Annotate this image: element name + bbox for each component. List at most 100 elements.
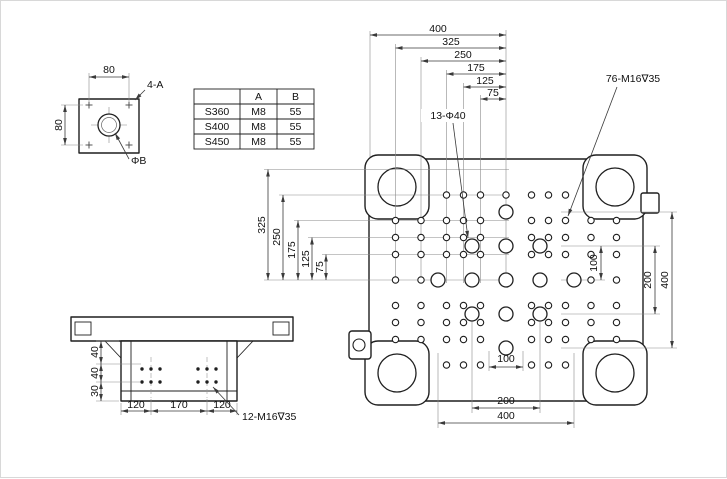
- tapped-hole: [561, 335, 570, 344]
- tapped-hole: [527, 318, 536, 327]
- tapped-hole: [612, 233, 621, 242]
- callout-tapped-holes: 76-M16∇35: [606, 73, 660, 85]
- detail-dim-top: 80: [103, 64, 115, 76]
- table-grid: [194, 89, 314, 149]
- side-tapped-hole: [149, 380, 153, 384]
- side-tapped-hole: [140, 380, 144, 384]
- side-dim-40b: 40: [89, 367, 101, 379]
- tapped-hole: [476, 335, 485, 344]
- tapped-hole: [459, 318, 468, 327]
- tapped-hole: [459, 301, 468, 310]
- detail-bore-inner: [101, 117, 117, 133]
- callout-bg: [421, 109, 475, 122]
- tapped-hole: [527, 361, 536, 369]
- bore-hole: [430, 272, 446, 288]
- side-top-plate: [70, 316, 294, 342]
- side-dim-30: 30: [89, 385, 101, 397]
- extension-lines: [264, 30, 677, 428]
- tapped-hole: [561, 216, 570, 225]
- tapped-hole: [391, 250, 400, 259]
- dim-top-400: 400: [429, 23, 447, 35]
- tapped-hole: [587, 276, 595, 284]
- bore-hole: [498, 238, 514, 254]
- side-tapped-hole: [140, 367, 144, 371]
- tapped-hole: [476, 233, 485, 242]
- dim-left-75: 75: [314, 261, 326, 273]
- tapped-hole: [442, 233, 451, 242]
- leader-view-label: [134, 89, 146, 101]
- tapped-hole: [612, 335, 621, 344]
- side-end-detail-right: [272, 321, 290, 336]
- bore-hole: [464, 238, 480, 254]
- leader-bore-callout: [452, 122, 469, 239]
- tapped-hole: [417, 233, 425, 242]
- tapped-hole: [612, 318, 621, 327]
- tapped-hole: [476, 216, 485, 225]
- side-callout-tapped-holes: 12-M16∇35: [242, 411, 296, 423]
- side-dim-120b: 120: [213, 399, 231, 411]
- bore-hole: [498, 340, 514, 356]
- dim-bottom-200: 200: [497, 395, 515, 407]
- tapped-hole: [544, 233, 553, 242]
- tapped-hole: [459, 233, 468, 242]
- tapped-hole: [391, 318, 400, 327]
- hole-diameter-label: ΦB: [131, 155, 146, 167]
- tapped-hole: [527, 301, 536, 310]
- tapped-hole: [587, 233, 595, 242]
- tapped-hole: [417, 276, 425, 284]
- table-cell: M8: [251, 121, 266, 133]
- tapped-hole: [587, 318, 595, 327]
- side-tab: [640, 192, 660, 214]
- tapped-hole: [544, 250, 553, 259]
- dim-top-175: 175: [467, 62, 485, 74]
- leader-thread-callout: [567, 86, 618, 217]
- tapped-hole: [502, 191, 510, 199]
- tapped-hole: [527, 233, 536, 242]
- tapped-hole: [476, 318, 485, 327]
- dim-top-325: 325: [442, 36, 460, 48]
- tapped-hole: [391, 335, 400, 344]
- tapped-hole: [587, 301, 595, 310]
- dim-top-125: 125: [476, 75, 494, 87]
- dim-bottom-400: 400: [497, 410, 515, 422]
- side-hole-dots: [140, 367, 218, 384]
- table-cell: S450: [205, 136, 230, 148]
- dim-right-100: 100: [588, 254, 600, 272]
- side-dim-120a: 120: [127, 399, 145, 411]
- tapped-hole: [442, 191, 451, 199]
- dimension-lines: [266, 33, 674, 425]
- detail-view: 80 80 4-A ΦB: [53, 64, 163, 167]
- leader-side-callout: [212, 386, 240, 416]
- tapped-hole: [561, 191, 570, 199]
- tapped-hole: [391, 276, 400, 284]
- tapped-hole: [417, 216, 425, 225]
- tapped-hole: [544, 335, 553, 344]
- tiebar-hole-tr: [595, 167, 635, 207]
- side-tapped-hole: [214, 380, 218, 384]
- tapped-hole: [612, 276, 621, 284]
- detail-dimension-lines: [63, 75, 129, 145]
- side-end-detail-left: [74, 321, 92, 336]
- tapped-hole: [442, 216, 451, 225]
- tapped-hole: [561, 361, 570, 369]
- tapped-hole: [527, 250, 536, 259]
- tapped-hole: [391, 301, 400, 310]
- tapped-hole: [459, 250, 468, 259]
- tapped-hole: [527, 191, 536, 199]
- leader-hole-label: [114, 132, 130, 160]
- view-label: 4-A: [147, 79, 163, 91]
- side-dim-170: 170: [170, 399, 188, 411]
- bore-hole: [498, 272, 514, 288]
- table-cell: M8: [251, 136, 266, 148]
- tapped-hole: [544, 216, 553, 225]
- side-tapped-hole: [205, 380, 209, 384]
- bore-hole: [464, 272, 480, 288]
- tapped-hole: [561, 318, 570, 327]
- side-dimension-lines: [99, 341, 237, 413]
- tapped-hole: [442, 335, 451, 344]
- side-tapped-hole: [214, 367, 218, 371]
- tapped-hole: [612, 216, 621, 225]
- dim-left-125: 125: [300, 250, 312, 268]
